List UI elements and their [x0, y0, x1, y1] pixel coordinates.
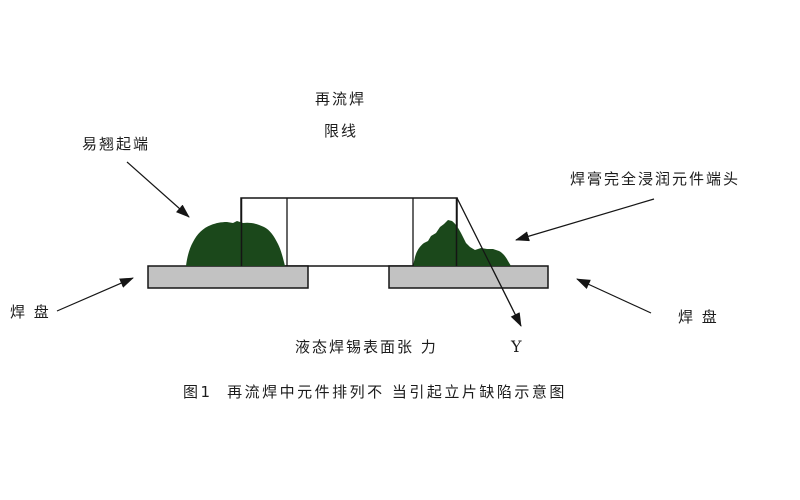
label-y-force: Y [511, 337, 522, 356]
label-lift-end: 易翘起端 [82, 135, 151, 153]
label-pad-left: 焊 盘 [10, 303, 51, 321]
surface-tension-force-arrow [456, 197, 522, 327]
arrow-lift-end [126, 161, 190, 218]
label-paste-wet: 焊膏完全浸润元件端头 [570, 170, 741, 188]
title-line-2: 限线 [324, 122, 359, 140]
solder-mound-right [413, 220, 511, 266]
pad-right [388, 265, 549, 289]
title-line-1: 再流焊 [315, 90, 367, 108]
pad-left [147, 265, 309, 289]
arrow-paste-wet [515, 198, 655, 242]
label-surface-tension: 液态焊锡表面张 力 [295, 338, 438, 356]
label-pad-right: 焊 盘 [678, 308, 719, 326]
arrow-pad-right [576, 278, 652, 314]
solder-mound-left [186, 221, 285, 266]
figure-caption: 图1 再流焊中元件排列不 当引起立片缺陷示意图 [183, 383, 567, 401]
arrow-pad-left [56, 277, 134, 312]
